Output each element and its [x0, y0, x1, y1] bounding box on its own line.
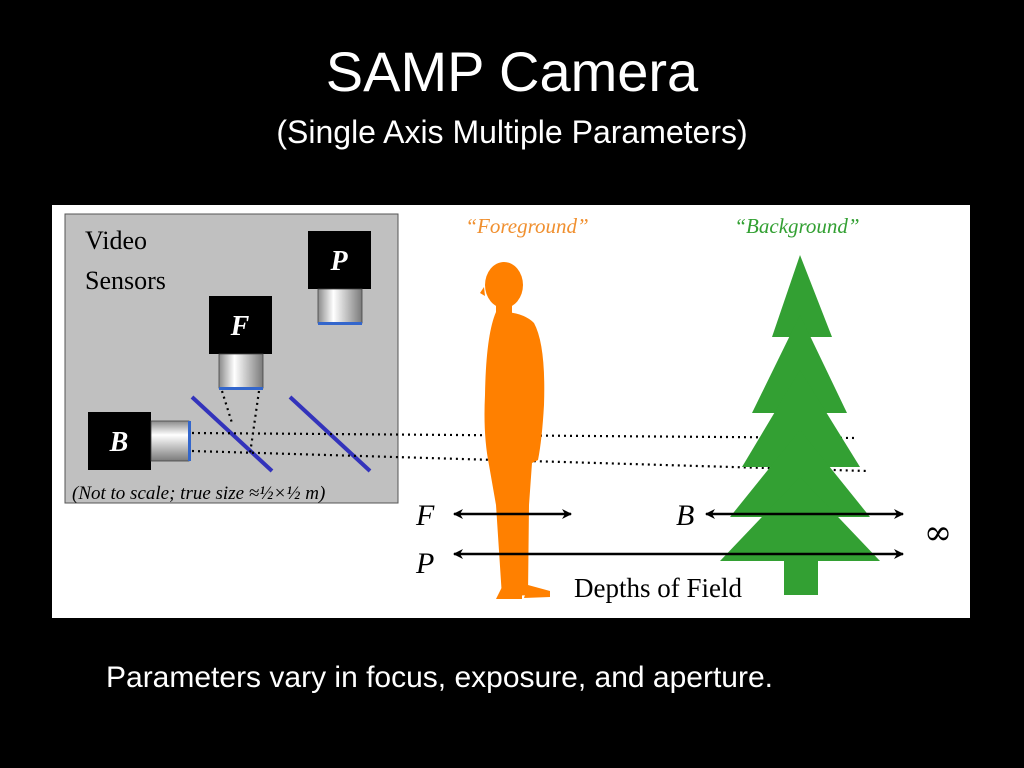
background-label: “Background” — [734, 214, 859, 238]
samp-diagram: Video Sensors P F B — [52, 205, 970, 618]
depth-f-label: F — [415, 499, 435, 532]
depth-b-label: B — [676, 499, 694, 532]
depths-of-field-label: Depths of Field — [574, 573, 742, 603]
camera-b-icon: B — [88, 412, 191, 470]
foreground-label: “Foreground” — [465, 214, 588, 238]
camera-f-label: F — [230, 311, 250, 342]
camera-b-label: B — [109, 427, 129, 458]
sensor-box-label-line2: Sensors — [85, 266, 166, 295]
camera-p-label: P — [329, 246, 348, 277]
camera-p-icon: P — [308, 231, 371, 325]
person-silhouette-icon — [480, 262, 550, 599]
sensor-box-label-line1: Video — [85, 226, 147, 255]
beam-splitter-mirror-1 — [190, 395, 274, 473]
infinity-symbol: ∞ — [924, 513, 952, 553]
slide-subtitle: (Single Axis Multiple Parameters) — [276, 114, 748, 150]
pine-tree-icon — [720, 255, 880, 595]
slide-title: SAMP Camera — [325, 40, 699, 103]
scale-note: (Not to scale; true size ≈½×½ m) — [72, 483, 325, 504]
depth-p-label: P — [415, 547, 434, 580]
samp-diagram-svg: Video Sensors P F B — [64, 213, 952, 603]
slide-caption: Parameters vary in focus, exposure, and … — [106, 661, 774, 694]
camera-f-icon: F — [209, 296, 272, 390]
